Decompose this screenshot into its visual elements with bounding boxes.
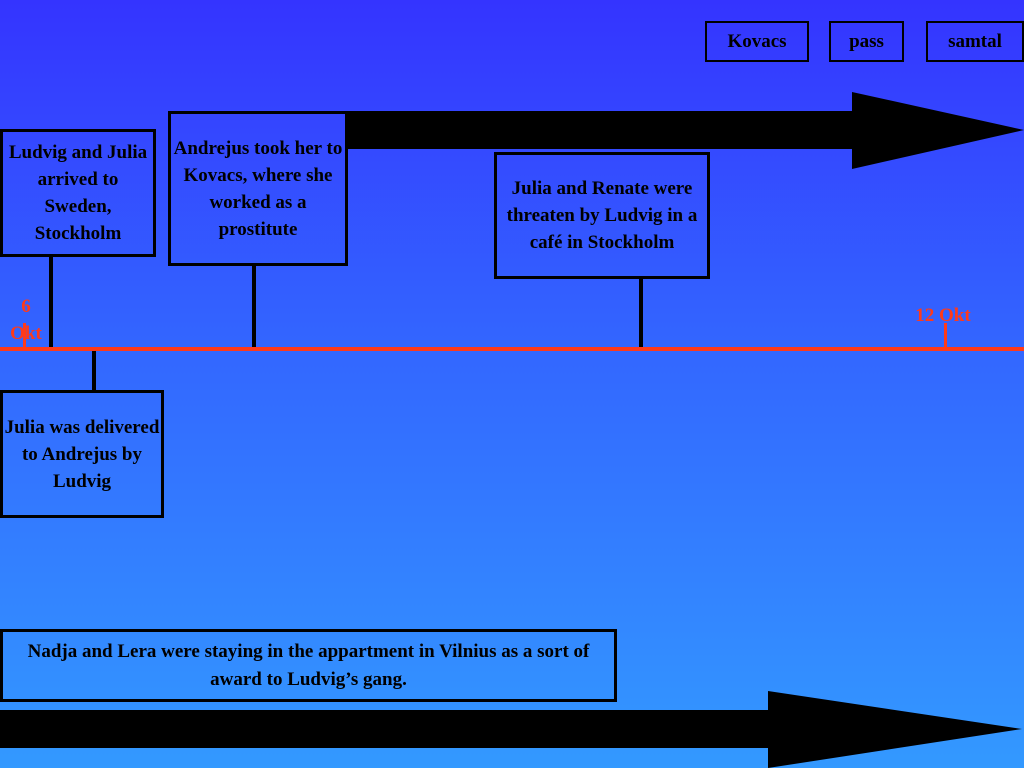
pass-button[interactable]: pass [829, 21, 904, 62]
bottom-arrow [0, 691, 1022, 768]
timeline-end-tick [944, 323, 947, 349]
samtal-button[interactable]: samtal [926, 21, 1024, 62]
timeline-end-label: 12 Okt [915, 305, 971, 326]
stem-threat [639, 279, 643, 348]
event-kovacs-box: Andrejus took her to Kovacs, where she w… [168, 111, 348, 266]
note-text: Nadja and Lera were staying in the appar… [27, 640, 590, 690]
timeline-start-tick [23, 323, 26, 349]
event-delivered-box: Julia was delivered to Andrejus by Ludvi… [0, 390, 164, 518]
timeline-start-label: 6 Okt [10, 296, 42, 344]
event-kovacs-text: Andrejus took her to Kovacs, where she w… [173, 137, 343, 240]
event-arrival-text: Ludvig and Julia arrived to Sweden, Stoc… [8, 142, 148, 244]
stem-arrival [49, 257, 53, 348]
stem-kovacs [252, 266, 256, 348]
stem-delivered [92, 351, 96, 390]
kovacs-button[interactable]: Kovacs [705, 21, 809, 62]
event-delivered-text: Julia was delivered to Andrejus by Ludvi… [4, 416, 160, 492]
top-arrow [348, 92, 1024, 169]
event-arrival-box: Ludvig and Julia arrived to Sweden, Stoc… [0, 129, 156, 257]
note-box: Nadja and Lera were staying in the appar… [0, 629, 617, 702]
event-threat-text: Julia and Renate were threaten by Ludvig… [506, 178, 698, 253]
event-threat-box: Julia and Renate were threaten by Ludvig… [494, 152, 710, 279]
timeline-line [0, 347, 1024, 351]
